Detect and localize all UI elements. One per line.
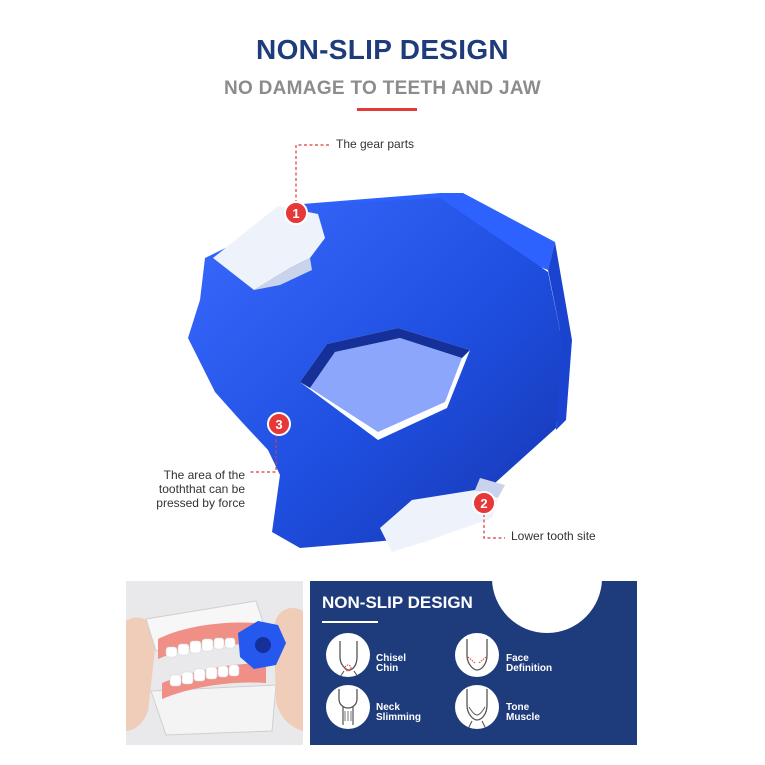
callout-2: 2: [472, 491, 505, 539]
callout-2-leader: [483, 514, 505, 539]
callout-3-marker: [267, 412, 291, 436]
usage-photo: [126, 581, 303, 745]
callout-2-number: 2: [480, 496, 487, 511]
left-hand: [126, 617, 156, 731]
callout-1: 1: [284, 144, 330, 225]
tooth: [165, 646, 178, 658]
tooth: [193, 668, 206, 682]
gear-pad-white: [213, 206, 325, 290]
upper-teeth: [165, 637, 236, 658]
callout-1-leader: [295, 144, 330, 203]
features-panel: NON-SLIP DESIGN Chisel Chin Face Definit…: [310, 581, 637, 745]
callout-3-number: 3: [275, 417, 282, 432]
product-body: [188, 198, 562, 548]
callout-1-marker: [284, 201, 308, 225]
neck-icon: [326, 685, 370, 729]
product-hole-floor: [310, 338, 462, 432]
feature-label-line: Neck: [376, 702, 400, 713]
dental-model-illustration: [126, 581, 303, 745]
callout-3-leader: [250, 434, 277, 473]
feature-label: Neck Slimming: [376, 703, 421, 723]
tooth: [224, 637, 236, 649]
tooth: [217, 665, 229, 678]
feature-label-line: Chin: [376, 663, 399, 674]
gear-pad-shadow: [254, 258, 312, 290]
features-panel-title: NON-SLIP DESIGN: [322, 593, 473, 612]
feature-label-line: Face: [506, 653, 529, 664]
feature-label: Face Definition: [506, 654, 552, 674]
callout-3-label-line: tooththat can be: [158, 482, 245, 496]
product-illustration: 1 3 2: [188, 144, 572, 552]
lower-pad-shadow: [475, 478, 505, 498]
lower-pad-white: [380, 490, 498, 552]
feature-label: Chisel Chin: [376, 654, 406, 674]
jaw-exerciser-product: [188, 193, 572, 552]
feature-label-line: Tone: [506, 702, 530, 713]
callout-3-label-line: pressed by force: [156, 496, 245, 510]
page-subtitle: NO DAMAGE TO TEETH AND JAW: [223, 78, 542, 99]
callout-1-number: 1: [292, 206, 299, 221]
feature-label-line: Slimming: [376, 712, 422, 723]
feature-label: Tone Muscle: [506, 703, 540, 723]
tooth: [205, 666, 218, 680]
tooth: [201, 638, 214, 652]
jaw-model-base: [150, 684, 277, 736]
callout-2-label: Lower tooth site: [511, 529, 596, 543]
callout-3-label-line: The area of the: [163, 468, 245, 482]
tooth: [169, 674, 182, 687]
product-hole-depth: [300, 328, 470, 388]
callout-3: 3: [250, 412, 291, 473]
tooth: [177, 643, 190, 656]
face-definition-icon: [455, 633, 499, 677]
tooth: [189, 640, 202, 654]
tooth: [213, 637, 225, 650]
callout-2-marker: [472, 491, 496, 515]
feature-label-line: Muscle: [506, 712, 540, 723]
features-panel-underline: [322, 621, 378, 623]
tone-muscle-icon: [455, 685, 499, 729]
callout-1-label: The gear parts: [336, 137, 415, 151]
tooth: [228, 664, 240, 677]
chin-face-icon: [326, 633, 370, 677]
title-underline: [357, 108, 417, 111]
callout-3-label: The area of the tooththat can be pressed…: [130, 468, 245, 510]
feature-label-line: Definition: [506, 663, 553, 674]
tooth: [181, 671, 194, 685]
feature-label-line: Chisel: [376, 653, 407, 664]
lower-gum: [162, 663, 266, 699]
panel-notch: [492, 581, 602, 633]
lower-teeth: [169, 664, 240, 687]
page-title: NON-SLIP DESIGN: [256, 34, 509, 65]
jaw-exerciser-hole: [255, 637, 271, 653]
